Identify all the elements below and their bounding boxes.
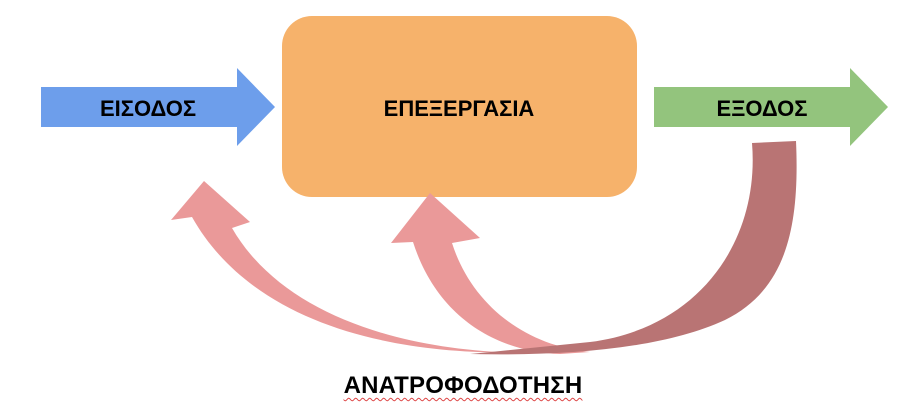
feedback-arrow-from-output xyxy=(470,141,797,355)
output-arrow: ΕΞΟΔΟΣ xyxy=(654,68,888,146)
input-arrow: ΕΙΣΟΔΟΣ xyxy=(41,68,275,146)
process-box: ΕΠΕΞΕΡΓΑΣΙΑ xyxy=(282,16,637,197)
process-label: ΕΠΕΞΕΡΓΑΣΙΑ xyxy=(384,96,535,121)
feedback-label: ΑΝΑΤΡΟΦΟΔΟΤΗΣΗ xyxy=(343,372,583,399)
feedback-arrow-to-input xyxy=(171,181,572,353)
feedback-arrow-to-process xyxy=(391,193,590,354)
process-box-shape xyxy=(282,16,637,197)
output-arrow-shape xyxy=(654,68,888,146)
input-label: ΕΙΣΟΔΟΣ xyxy=(100,96,196,121)
input-arrow-shape xyxy=(41,68,275,146)
feedback-caption: ΑΝΑΤΡΟΦΟΔΟΤΗΣΗ xyxy=(0,372,918,400)
output-label: ΕΞΟΔΟΣ xyxy=(717,96,808,121)
